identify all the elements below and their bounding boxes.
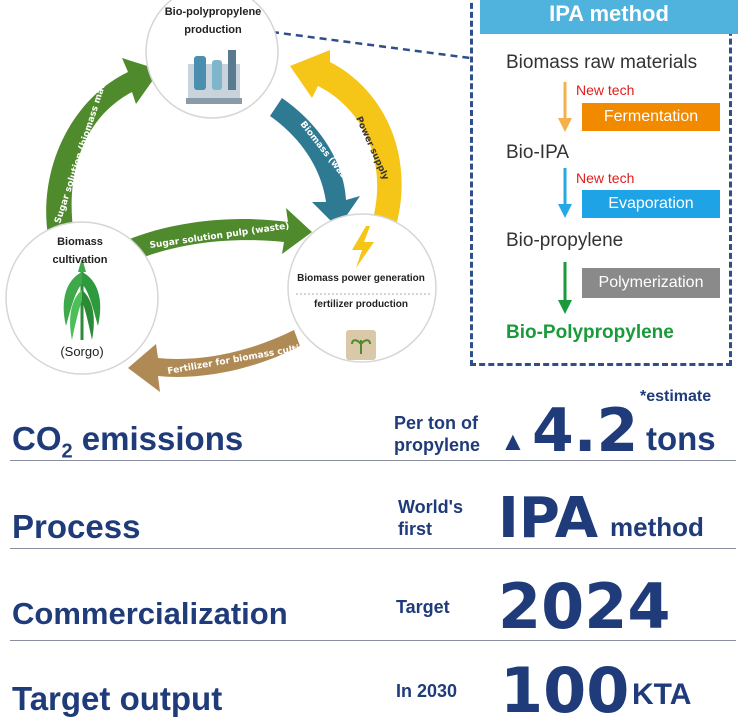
arrow-sugar-solution-label: Sugar solution (biomass materials) [53, 52, 118, 225]
ipa-step-polymerization: Polymerization [582, 268, 720, 298]
node-fertilizer-label: fertilizer production [314, 299, 408, 310]
ipa-step-evaporation: Evaporation [582, 190, 720, 218]
co2-label-a: CO [12, 420, 62, 457]
arrow-fertilizer [128, 330, 300, 392]
ipa-stage-final: Bio-Polypropylene [506, 322, 674, 343]
process-small-text: World's first [398, 496, 463, 540]
commercialization-label: Commercialization [12, 596, 288, 631]
ipa-arrow-3 [558, 262, 572, 314]
ipa-stage-bio-ipa: Bio-IPA [506, 142, 570, 163]
co2-value: 4.2 [532, 396, 639, 466]
sorgo-plant-icon [63, 258, 101, 340]
ipa-arrow-1 [558, 82, 572, 132]
output-small: In 2030 [396, 681, 458, 701]
commercialization-value: 2024 [498, 570, 671, 643]
commercialization-rule [10, 640, 736, 641]
co2-small-line2: propylene [394, 435, 481, 455]
ipa-step-fermentation: Fermentation [582, 103, 720, 131]
arrow-power-supply [290, 50, 402, 226]
node-power-generation [287, 213, 437, 363]
node-production-label: Bio-polypropylene production [164, 6, 262, 36]
ipa-arrow-2 [558, 168, 572, 218]
ipa-panel [470, 0, 732, 366]
ipa-stage-biomass: Biomass raw materials [506, 52, 698, 73]
ipa-new-tech-1: New tech [576, 82, 635, 98]
co2-rule [10, 460, 736, 461]
process-unit: method [610, 512, 704, 542]
co2-label-b: emissions [72, 420, 244, 457]
process-label: Process [12, 508, 141, 545]
arrow-biomass-waste [270, 98, 360, 228]
node-production [145, 0, 279, 119]
co2-label: CO2 emissions [12, 420, 243, 464]
ipa-title: IPA method [480, 0, 738, 34]
arrow-sugar-solution [46, 58, 161, 236]
co2-unit: tons [646, 420, 716, 457]
process-small-line1: World's [398, 497, 463, 517]
cycle-diagram: Sugar solution (biomass materials) Power… [5, 0, 470, 392]
process-rule [10, 548, 736, 549]
node-cultivation-label: Biomass cultivation [52, 236, 108, 266]
factory-icon [186, 50, 242, 104]
output-value: 100 [500, 654, 630, 727]
fertilizer-bag-icon [346, 330, 376, 360]
node-cultivation-sub: (Sorgo) [60, 344, 104, 359]
ipa-stage-bio-propylene: Bio-propylene [506, 230, 624, 251]
arrow-fertilizer-label: Fertilizer for biomass cultivation [167, 338, 332, 377]
co2-label-sub: 2 [61, 440, 73, 463]
node-power-label: Biomass power generation [297, 273, 425, 284]
process-value: IPA [498, 486, 599, 551]
lightning-icon [352, 226, 374, 268]
co2-small-line1: Per ton of [394, 413, 478, 433]
arrow-sugar-pulp [110, 208, 312, 268]
output-unit: KTA [632, 678, 692, 711]
process-small-line2: first [398, 519, 433, 539]
output-label: Target output [12, 680, 223, 717]
co2-triangle: ▲ [500, 426, 526, 456]
ipa-new-tech-2: New tech [576, 170, 635, 186]
estimate-note: *estimate [640, 388, 712, 405]
commercialization-small: Target [396, 597, 450, 617]
co2-small-text: Per ton of propylene [394, 412, 480, 456]
connector-line [271, 30, 470, 60]
